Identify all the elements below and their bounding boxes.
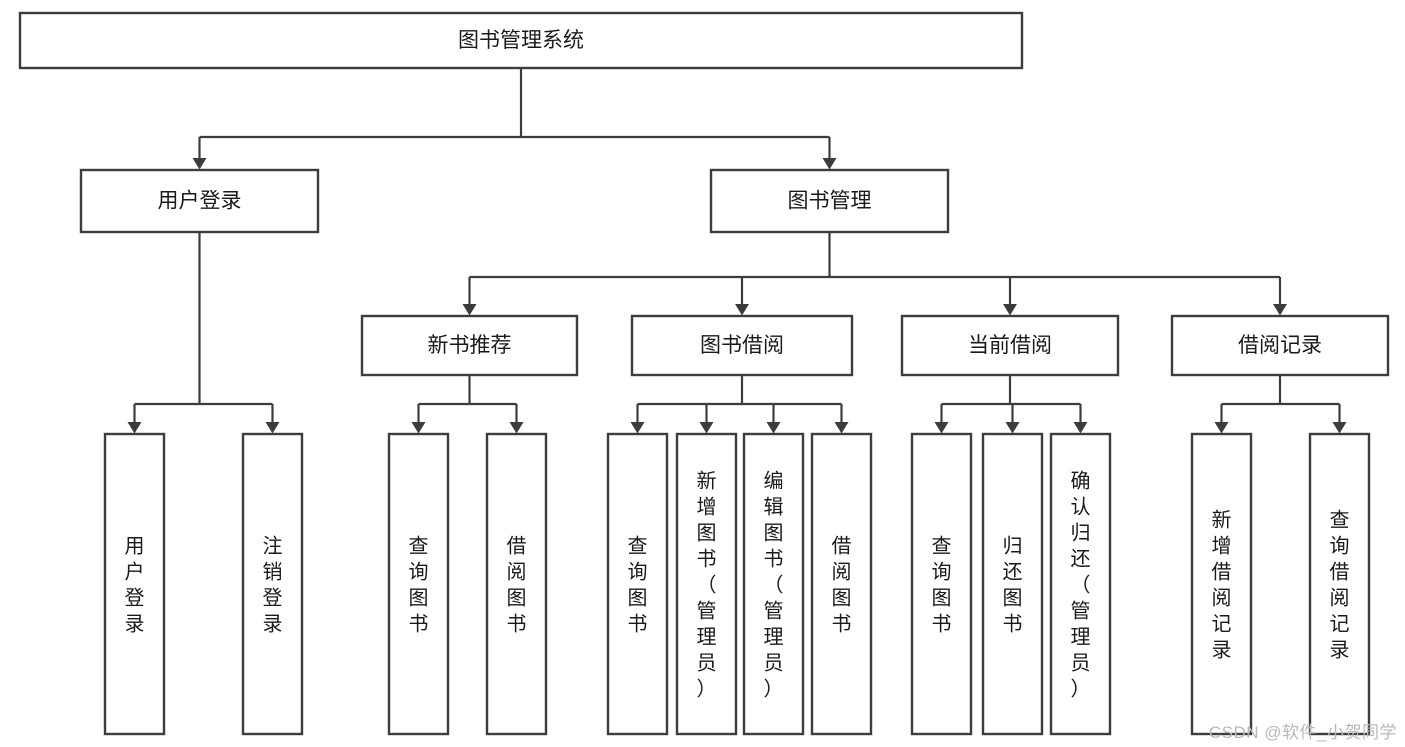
node-label-leaf-edit-book: 编辑图书（管理员）: [764, 469, 784, 700]
arrowhead-leaf-query-record: [1332, 422, 1347, 434]
node-label-book-borrow: 图书借阅: [700, 334, 784, 357]
node-box-leaf-return-book: [981, 432, 1044, 736]
node-label-leaf-confirm-return: 确认归还（管理员）: [1071, 469, 1091, 700]
node-box-leaf-borrow-book-bb: [810, 432, 873, 736]
arrowhead-leaf-borrow-book-bb: [834, 422, 849, 434]
node-label-leaf-return-book: 归还图书: [1003, 534, 1023, 635]
connector-layer: [127, 68, 1347, 434]
node-label-leaf-add-book: 新增图书（管理员）: [697, 469, 717, 700]
node-label-borrow-record: 借阅记录: [1238, 334, 1322, 357]
node-book-manage[interactable]: 图书管理: [709, 168, 950, 234]
node-leaf-confirm-return[interactable]: 确认归还（管理员）: [1049, 432, 1112, 736]
node-leaf-add-record[interactable]: 新增借阅记录: [1190, 432, 1253, 736]
node-book-borrow[interactable]: 图书借阅: [630, 314, 854, 377]
arrowhead-user-login: [192, 158, 207, 170]
node-box-new-book-rec: [360, 314, 579, 377]
node-box-leaf-query-book-cb: [910, 432, 973, 736]
node-box-book-manage: [709, 168, 950, 234]
node-leaf-borrow-book-rec[interactable]: 借阅图书: [485, 432, 548, 736]
arrowhead-book-borrow: [735, 304, 749, 316]
arrowhead-leaf-add-book: [699, 422, 714, 434]
node-box-current-borrow: [900, 314, 1120, 377]
arrowhead-new-book-rec: [462, 304, 477, 316]
arrowhead-leaf-user-login: [127, 422, 142, 434]
node-box-leaf-confirm-return: [1049, 432, 1112, 736]
node-box-leaf-edit-book: [742, 432, 805, 736]
node-leaf-add-book[interactable]: 新增图书（管理员）: [675, 432, 738, 736]
arrowhead-book-manage: [822, 158, 837, 170]
node-label-leaf-query-book-rec: 查询图书: [409, 534, 429, 635]
node-borrow-record[interactable]: 借阅记录: [1170, 314, 1390, 377]
arrowhead-current-borrow: [1003, 304, 1017, 316]
node-box-book-borrow: [630, 314, 854, 377]
node-new-book-rec[interactable]: 新书推荐: [360, 314, 579, 377]
node-label-leaf-query-book-cb: 查询图书: [932, 534, 952, 635]
node-box-borrow-record: [1170, 314, 1390, 377]
arrowhead-borrow-record: [1273, 304, 1287, 316]
node-leaf-return-book[interactable]: 归还图书: [981, 432, 1044, 736]
node-label-leaf-user-login: 用户登录: [125, 535, 145, 635]
node-label-book-manage: 图书管理: [788, 190, 872, 213]
node-root[interactable]: 图书管理系统: [18, 11, 1024, 70]
node-leaf-edit-book[interactable]: 编辑图书（管理员）: [742, 432, 805, 736]
arrowhead-leaf-query-book-cb: [934, 422, 949, 434]
node-layer: 图书管理系统用户登录图书管理新书推荐图书借阅当前借阅借阅记录用户登录注销登录查询…: [18, 11, 1390, 736]
node-label-leaf-borrow-book-rec: 借阅图书: [507, 534, 527, 635]
node-current-borrow[interactable]: 当前借阅: [900, 314, 1120, 377]
watermark-text: CSDN @软件_小贺同学: [1208, 723, 1397, 742]
node-label-current-borrow: 当前借阅: [968, 334, 1052, 357]
node-box-leaf-user-logout: [241, 432, 304, 736]
node-leaf-borrow-book-bb[interactable]: 借阅图书: [810, 432, 873, 736]
node-leaf-query-record[interactable]: 查询借阅记录: [1308, 432, 1371, 736]
arrowhead-leaf-query-book-bb: [630, 422, 645, 434]
node-label-leaf-add-record: 新增借阅记录: [1212, 508, 1232, 661]
node-leaf-query-book-rec[interactable]: 查询图书: [387, 432, 450, 736]
node-box-leaf-query-book-rec: [387, 432, 450, 736]
node-label-leaf-query-record: 查询借阅记录: [1330, 508, 1350, 661]
node-box-user-login: [79, 168, 320, 234]
node-box-leaf-user-login: [103, 432, 166, 736]
arrowhead-leaf-borrow-book-rec: [509, 422, 524, 434]
arrowhead-leaf-user-logout: [265, 422, 280, 434]
node-label-leaf-borrow-book-bb: 借阅图书: [832, 534, 852, 635]
node-leaf-user-login[interactable]: 用户登录: [103, 432, 166, 736]
arrowhead-leaf-confirm-return: [1073, 422, 1088, 434]
node-label-root: 图书管理系统: [458, 29, 584, 52]
arrowhead-leaf-return-book: [1005, 422, 1020, 434]
arrowhead-leaf-query-book-rec: [411, 422, 426, 434]
node-leaf-query-book-bb[interactable]: 查询图书: [606, 432, 669, 736]
node-user-login[interactable]: 用户登录: [79, 168, 320, 234]
node-box-leaf-borrow-book-rec: [485, 432, 548, 736]
node-label-leaf-query-book-bb: 查询图书: [628, 534, 648, 635]
node-label-new-book-rec: 新书推荐: [428, 334, 512, 357]
arrowhead-leaf-edit-book: [766, 422, 781, 434]
node-leaf-user-logout[interactable]: 注销登录: [241, 432, 304, 736]
node-leaf-query-book-cb[interactable]: 查询图书: [910, 432, 973, 736]
node-box-leaf-add-record: [1190, 432, 1253, 736]
arrowhead-leaf-add-record: [1214, 422, 1229, 434]
node-box-leaf-add-book: [675, 432, 738, 736]
node-box-leaf-query-book-bb: [606, 432, 669, 736]
node-box-root: [18, 11, 1024, 70]
node-box-leaf-query-record: [1308, 432, 1371, 736]
node-label-user-login: 用户登录: [158, 190, 242, 213]
node-label-leaf-user-logout: 注销登录: [263, 534, 283, 635]
